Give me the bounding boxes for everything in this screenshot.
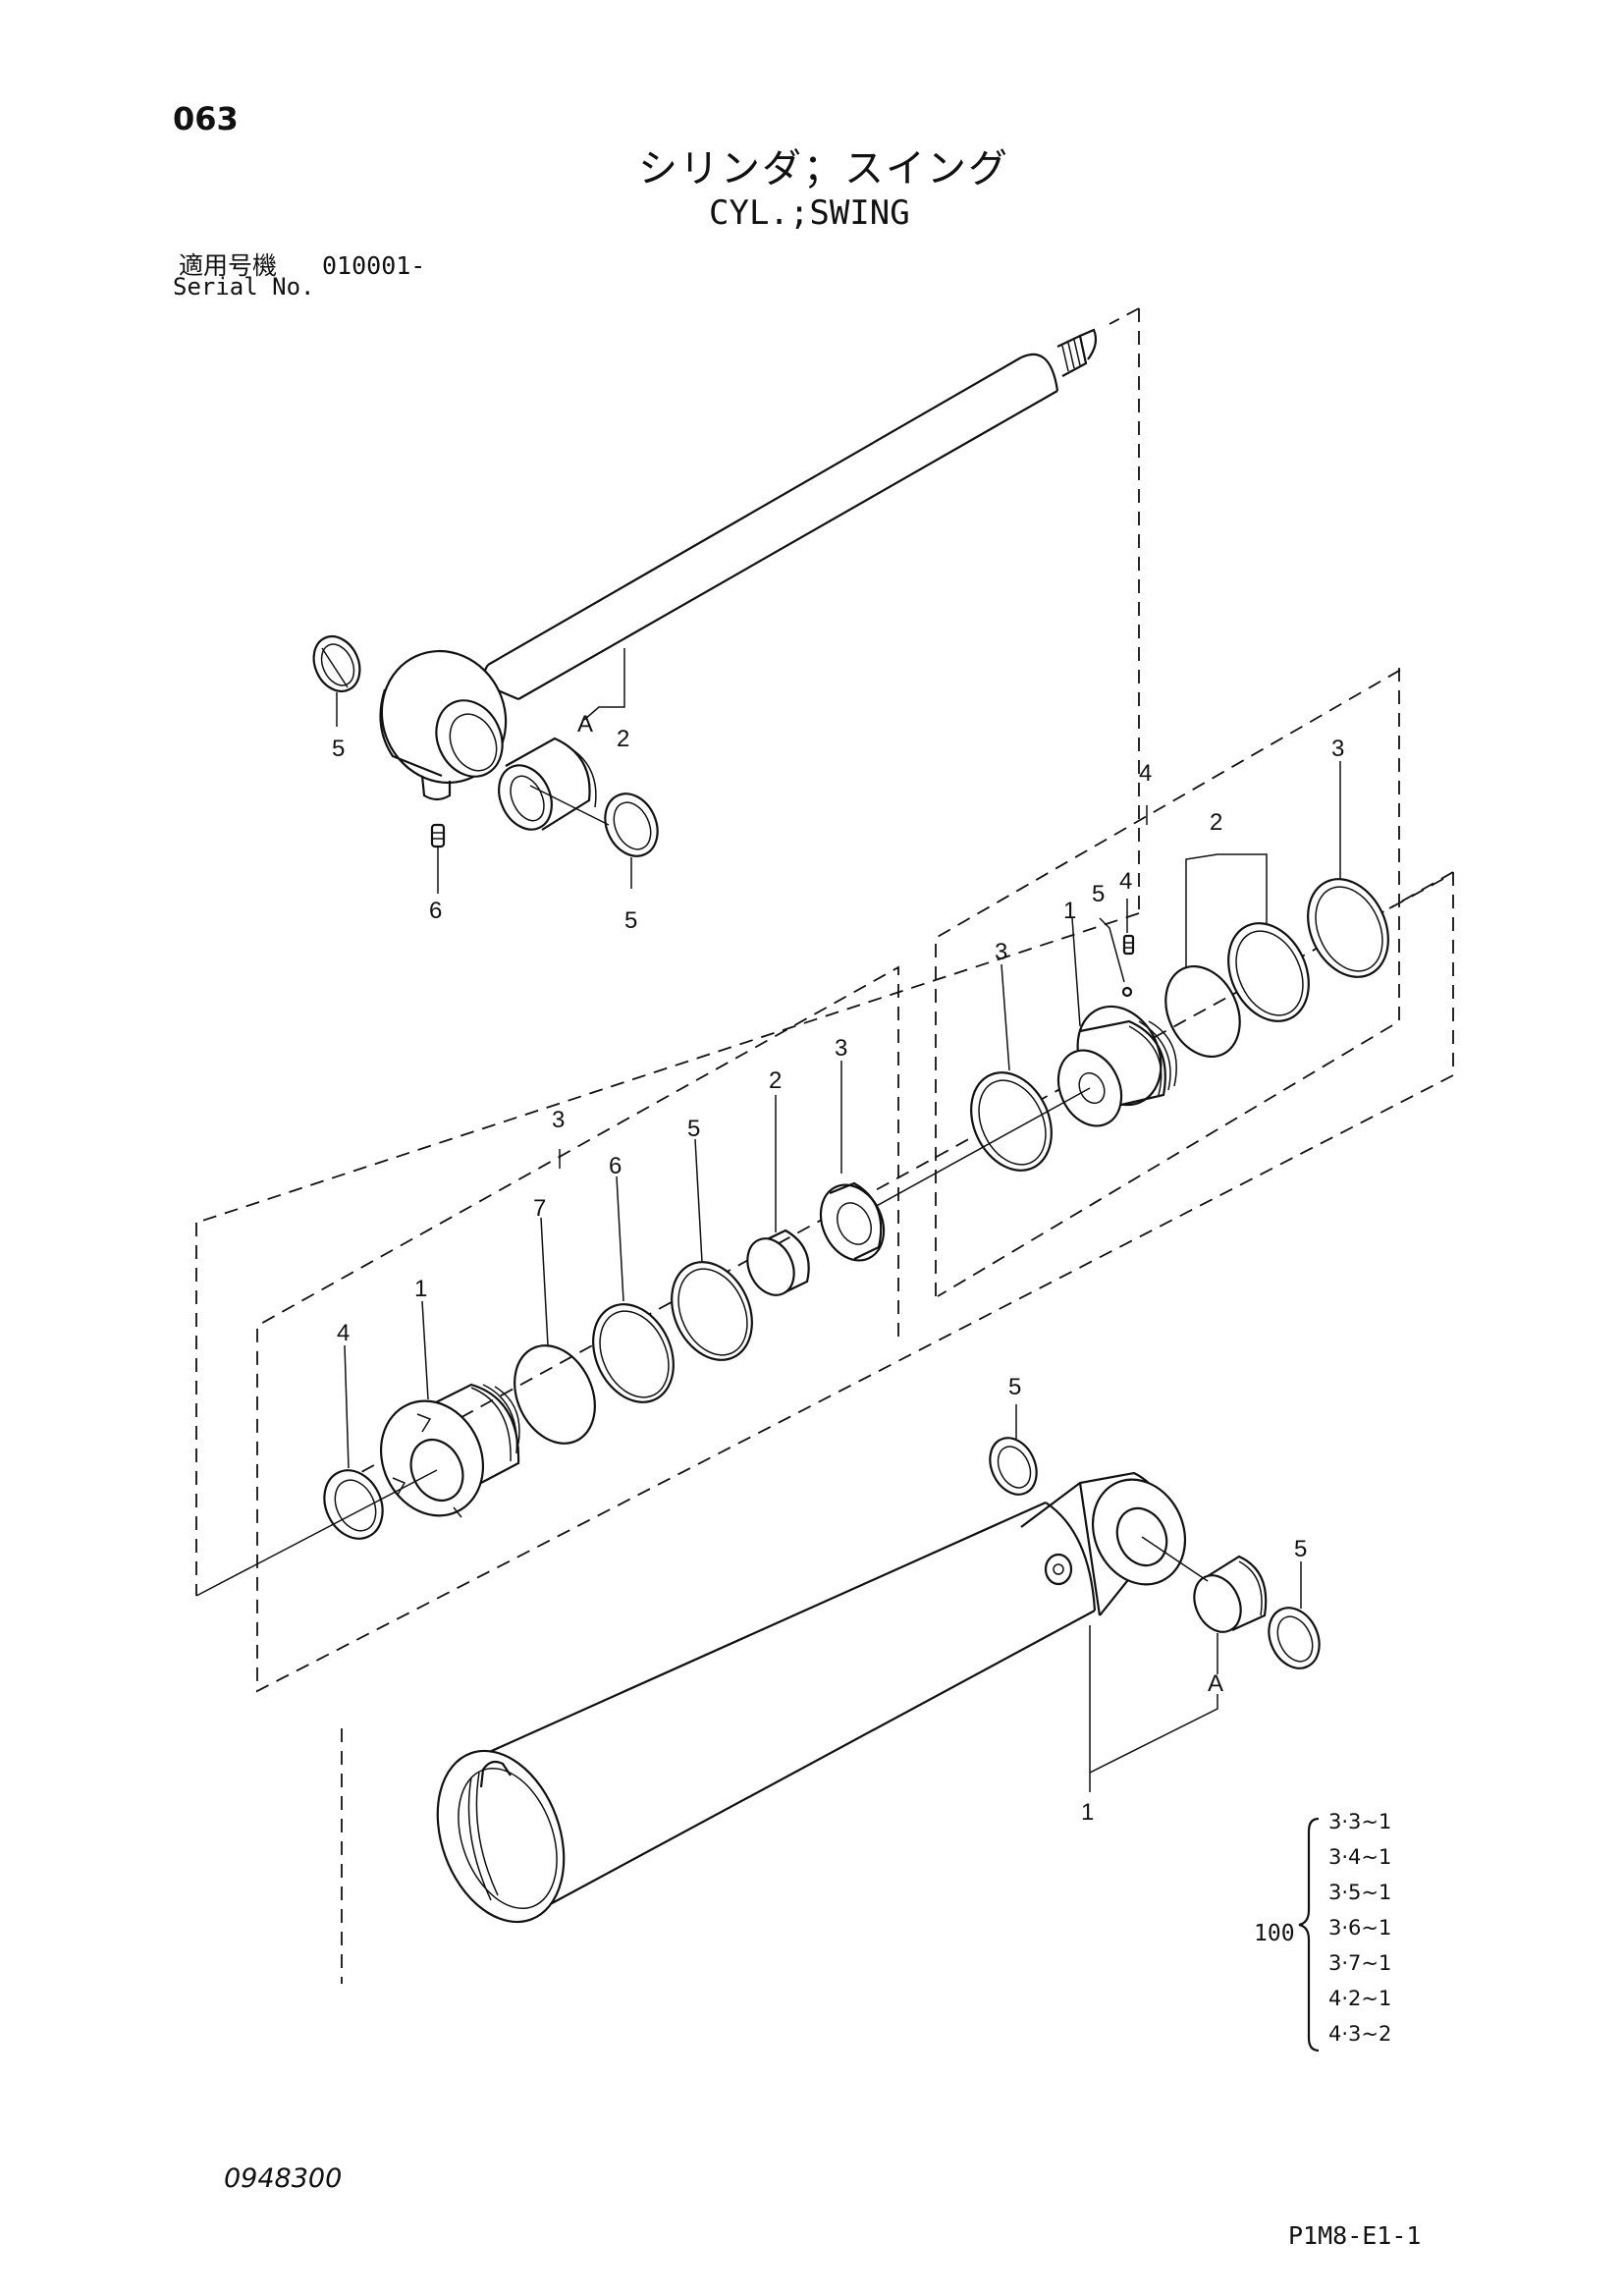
kit-item: 3·4~1 — [1328, 1845, 1392, 1869]
label-piston-ball: 5 — [1092, 881, 1105, 907]
label-cylinder-head: 1 — [414, 1276, 427, 1302]
title-japanese: シリンダ；スイング — [638, 146, 1009, 191]
piston-set-screw — [1121, 934, 1135, 998]
serial-label-english: Serial No. — [173, 273, 315, 301]
label-head-backup-ring: 7 — [533, 1195, 546, 1222]
head-oring — [671, 1261, 753, 1361]
label-cylinder-tube: 1 — [1081, 1799, 1094, 1826]
tube-seal-top — [989, 1437, 1038, 1496]
label-rod-seal-left: 5 — [332, 736, 345, 762]
label-piston-set-screw: 4 — [1119, 868, 1132, 895]
piston — [1056, 1005, 1177, 1127]
piston-slide-ring — [1307, 878, 1389, 978]
rod-assembly-frame — [195, 912, 1140, 1224]
kit-item: 3·5~1 — [1328, 1881, 1392, 1904]
kit-quantity: 100 — [1254, 1921, 1295, 1946]
cylinder-tube — [436, 1471, 1187, 1924]
cylinder-head — [379, 1383, 520, 1518]
label-tube-seal-top: 5 — [1008, 1374, 1021, 1400]
piston-kit-frame — [935, 667, 1405, 1296]
head-bushing — [746, 1229, 810, 1296]
leader-line — [863, 1087, 1091, 1214]
label-piston: 1 — [1063, 898, 1076, 924]
label-head-bushing: 2 — [769, 1067, 782, 1094]
document-number: 0948300 — [224, 2163, 343, 2194]
label-rod-seal-right: 5 — [624, 907, 637, 934]
label-piston-seal-ring: 3 — [995, 939, 1007, 965]
leader-line — [344, 1061, 842, 1469]
head-kit-frame — [256, 872, 1454, 1693]
label-head-oring: 6 — [609, 1153, 622, 1179]
leader-line — [195, 1469, 438, 1597]
label-piston-slide-ring: 3 — [1331, 736, 1344, 762]
reference-code: P1M8-E1-1 — [1288, 2221, 1422, 2250]
leader-line — [437, 785, 632, 894]
title-english: CYL.;SWING — [709, 193, 910, 233]
head-dust-seal — [819, 1181, 886, 1262]
rod-assembly-frame — [1109, 307, 1140, 325]
piston-kit-frame — [937, 668, 1400, 1297]
label-grease-nipple: 6 — [429, 898, 442, 924]
kit-item: 3·6~1 — [1328, 1916, 1392, 1940]
label-piston-oring-pair: 2 — [1210, 809, 1222, 836]
piston-oring-pair — [1164, 922, 1310, 1059]
leader-line — [1089, 1625, 1218, 1792]
piston-rod-drawing — [379, 328, 1098, 801]
head-oring-2 — [592, 1303, 675, 1403]
leader-line — [321, 647, 349, 688]
label-piston-kit-group: 4 — [1139, 760, 1152, 787]
leader-line — [1015, 1404, 1302, 1674]
kit-item: 3·7~1 — [1328, 1951, 1392, 1975]
label-tube-bushing-a: A — [1208, 1670, 1223, 1697]
kit-item: 4·2~1 — [1328, 1987, 1392, 2010]
tube-seal-right — [1268, 1607, 1321, 1669]
rod-end-seal-right — [604, 793, 659, 857]
head-backup-ring — [514, 1344, 596, 1445]
serial-number-value: 010001- — [322, 251, 426, 280]
piston-seal-ring — [970, 1071, 1053, 1172]
rod-bushing — [498, 737, 597, 831]
leader-line — [1001, 761, 1341, 1071]
label-head-oring-2: 5 — [687, 1116, 700, 1142]
label-rod: 2 — [617, 726, 629, 752]
label-tube-seal-right: 5 — [1294, 1536, 1307, 1562]
page-number: 063 — [173, 100, 239, 137]
label-head-dust-seal: 3 — [835, 1035, 847, 1062]
head-kit-frame — [1388, 871, 1454, 909]
head-wear-ring — [323, 1469, 384, 1540]
label-rod-bushing-a: A — [577, 711, 593, 738]
label-head-wear-ring: 4 — [337, 1320, 350, 1346]
label-head-kit-group: 3 — [552, 1107, 565, 1133]
rod-end-seal-left — [312, 635, 361, 692]
tube-bushing — [1193, 1555, 1268, 1633]
grease-nipple — [430, 823, 446, 848]
serial-label-japanese: 適用号機 — [179, 251, 278, 280]
kit-item: 4·3~2 — [1328, 2022, 1392, 2046]
kit-item: 3·3~1 — [1328, 1810, 1392, 1833]
kit-brace — [1298, 1817, 1320, 2052]
leader-line — [583, 648, 625, 721]
